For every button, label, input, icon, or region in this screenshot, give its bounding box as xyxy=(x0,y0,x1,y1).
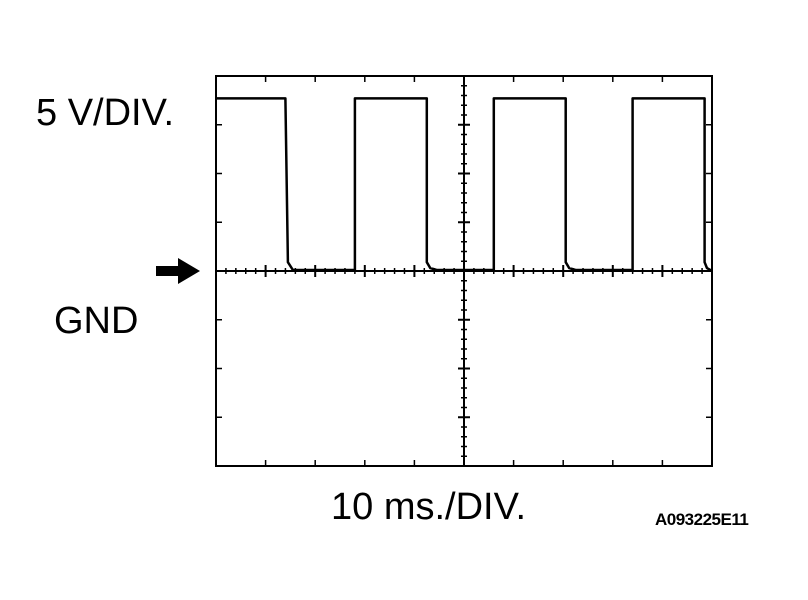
ground-marker-label: GND xyxy=(54,300,139,342)
gnd-arrow-shape xyxy=(156,258,200,284)
waveform-trace xyxy=(216,97,713,273)
y-axis-label: 5 V/DIV. xyxy=(36,92,175,134)
waveform xyxy=(216,97,713,273)
x-axis-label: 10 ms./DIV. xyxy=(331,486,527,528)
figure-code: A093225E11 xyxy=(655,510,749,529)
gnd-arrow-icon xyxy=(156,258,200,284)
